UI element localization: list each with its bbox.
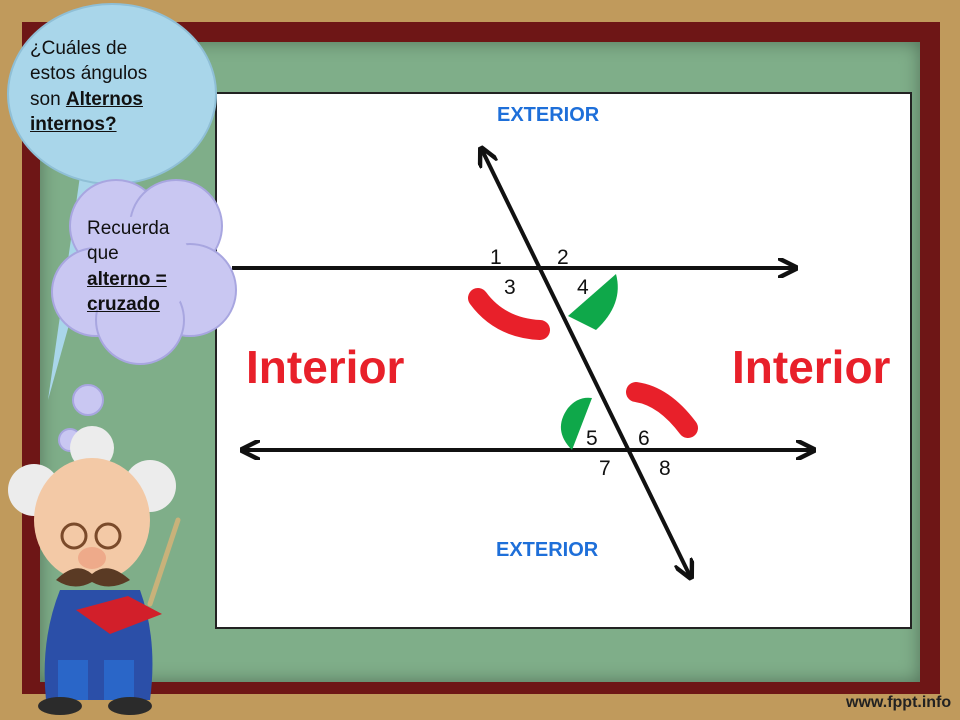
hint-line-3-underlined: alterno = [87,268,167,290]
hint-line-3: alterno = [87,267,169,292]
hint-line-4: cruzado [87,292,169,317]
question-line-4: internos? [30,112,147,137]
question-line-1: ¿Cuáles de [30,38,128,59]
hint-line-1: Recuerda [87,218,170,239]
exterior-bottom-label: EXTERIOR [496,539,599,561]
interior-right-label: Interior [732,341,891,393]
question-line-4-underlined: internos? [30,113,117,135]
hint-line-2: que [87,243,119,265]
angle-label-8: 8 [659,457,671,480]
hint-cloud-text: Recuerda que alterno = cruzado [87,216,169,317]
transversal-line [482,150,690,576]
hint-cloud [51,179,237,452]
interior-left-label: Interior [246,341,405,393]
angle-6-arc [626,382,698,438]
angle-label-1: 1 [490,246,502,269]
teacher-character [8,426,181,715]
angle-label-2: 2 [557,246,569,269]
angle-5-wedge [560,397,592,450]
angle-label-3: 3 [504,276,516,299]
question-line-3-plain: son [30,88,66,110]
angle-label-5: 5 [586,427,598,450]
question-line-3: son Alternos [30,87,147,112]
angle-4-wedge [568,274,618,330]
exterior-top-label: EXTERIOR [497,104,600,126]
angle-label-6: 6 [638,427,650,450]
hint-line-4-underlined: cruzado [87,293,160,315]
angle-label-4: 4 [577,276,589,299]
angle-3-arc [468,288,550,340]
question-line-2: estos ángulos [30,63,148,85]
question-line-3-underlined: Alternos [65,88,143,110]
angle-label-7: 7 [599,457,611,480]
watermark: www.fppt.info [846,694,952,711]
question-bubble-text: ¿Cuáles de estos ángulos son Alternos in… [30,36,147,137]
